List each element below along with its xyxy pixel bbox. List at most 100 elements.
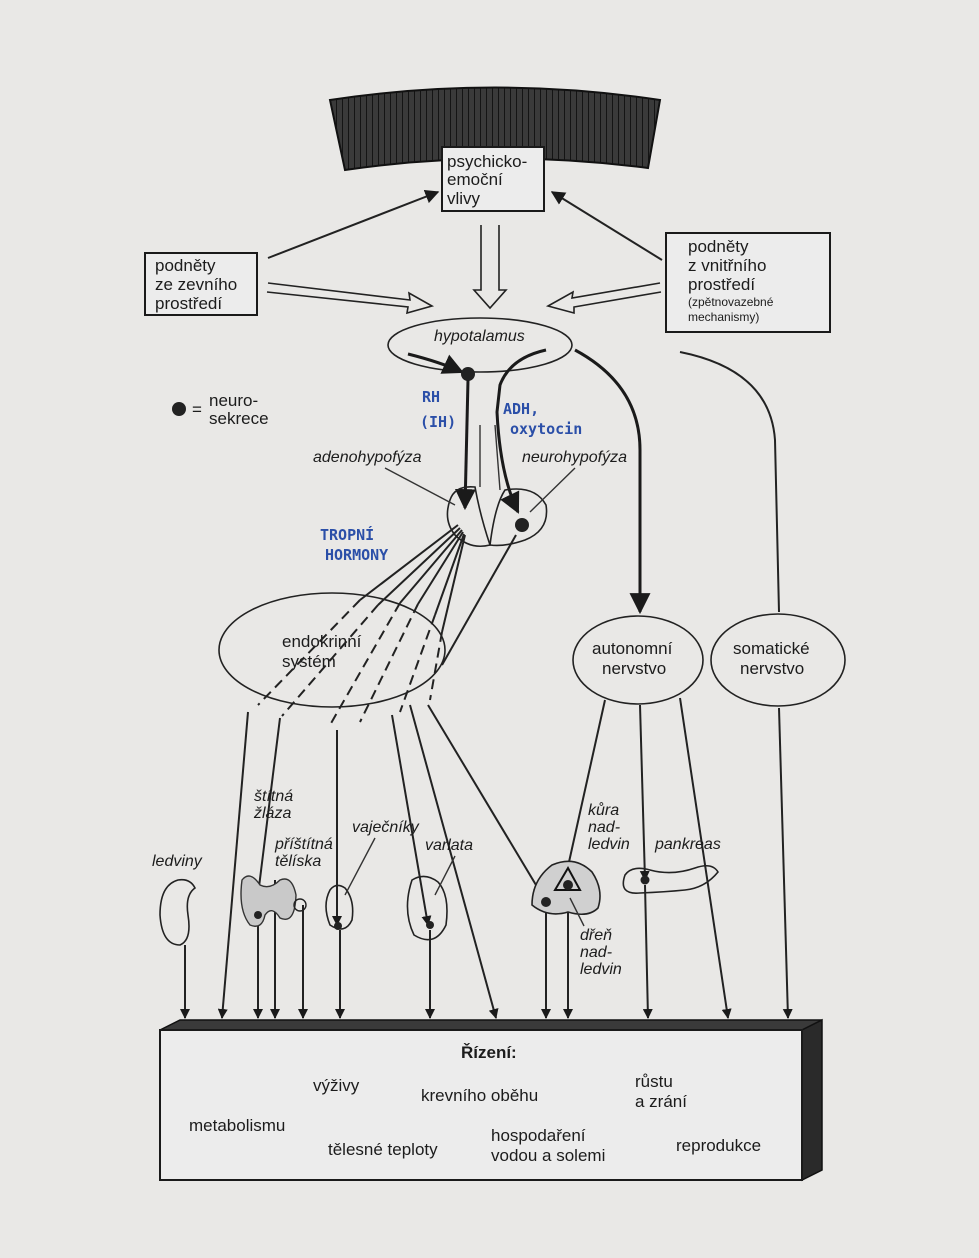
endocrine-line2: systém	[282, 652, 336, 671]
autonomic-line2: nervstvo	[602, 659, 666, 678]
adenohypophysis-pointer	[384, 467, 456, 506]
testes-pointer	[434, 855, 456, 896]
external-stimuli-line2: ze zevního	[155, 275, 237, 294]
psycho-emotional-line3: vlivy	[447, 189, 481, 208]
adrenal-medulla-label-line2: nad-	[580, 944, 612, 961]
control-metabolism: metabolismu	[189, 1116, 285, 1135]
somatic-ellipse	[710, 613, 846, 707]
control-growth-line2: a zrání	[635, 1092, 687, 1111]
control-circulation: krevního oběhu	[421, 1086, 538, 1105]
pancreas-label: pankreas	[654, 836, 721, 853]
external-stimuli-line1: podněty	[155, 256, 216, 275]
somatic-line1: somatické	[733, 639, 810, 658]
cerebral-cortex-band	[328, 86, 662, 172]
internal-stimuli-line2: z vnitřního	[688, 256, 766, 275]
line-to-somatic	[679, 351, 780, 613]
adrenal-cortex-label-line1: kůra	[588, 801, 619, 819]
thyroid-label-line1: štítná	[254, 788, 293, 805]
control-water-line2: vodou a solemi	[491, 1146, 605, 1165]
parathyroid-label-line2: tělíska	[275, 853, 321, 870]
testes-label: varlata	[425, 837, 473, 854]
testis-shape	[406, 875, 448, 941]
psycho-emotional-line1: psychicko-	[447, 152, 527, 171]
testis-dot	[426, 921, 434, 929]
hollow-arrow-emotions-to-hypothalamus	[472, 225, 508, 310]
control-growth-line1: růstu	[635, 1072, 673, 1091]
control-water-line1: hospodaření	[491, 1126, 586, 1145]
neurosecretion-dot-icon	[172, 402, 186, 416]
internal-stimuli-line1: podněty	[688, 237, 749, 256]
adenohypophysis-label: adenohypofýza	[313, 449, 422, 466]
kidney-shape	[159, 878, 197, 946]
thyroid-dot	[254, 911, 262, 919]
psycho-emotional-box: psychicko- emoční vlivy	[441, 146, 545, 212]
thyroid-shape	[240, 875, 297, 927]
pancreas-shape	[622, 864, 719, 894]
ovaries-pointer	[344, 837, 376, 896]
internal-stimuli-line3: prostředí	[688, 275, 755, 294]
adrenal-medulla-pointer	[569, 897, 585, 927]
adrenal-cortex-label-line3: ledvin	[588, 836, 630, 853]
annotation-ih: (IH)	[420, 413, 456, 431]
internal-stimuli-line5: mechanismy)	[688, 310, 759, 324]
internal-stimuli-box: podněty z vnitřního prostředí (zpětnovaz…	[665, 232, 831, 333]
adrenal-medulla-label-line1: dřeň	[580, 927, 612, 944]
adrenal-cortex-label-line2: nad-	[588, 819, 620, 836]
arrow-external-to-emotions	[267, 190, 440, 259]
endocrine-system-ellipse	[218, 592, 446, 708]
control-reproduction: reprodukce	[676, 1136, 761, 1155]
neurohypophysis-dot	[515, 518, 529, 532]
rh-neurosecretion-dot	[461, 367, 475, 381]
neurohypophysis-pointer	[529, 467, 576, 513]
annotation-oxytocin: oxytocin	[510, 420, 582, 438]
internal-stimuli-line4: (zpětnovazebné	[688, 295, 774, 309]
adrenal-cortex-dot	[541, 897, 551, 907]
annotation-adh: ADH,	[503, 400, 539, 418]
psycho-emotional-line2: emoční	[447, 170, 503, 189]
adrenal-medulla-triangle	[553, 865, 582, 891]
kidneys-label: ledviny	[152, 853, 203, 870]
autonomic-ellipse	[572, 615, 704, 705]
adenohypophysis-shape	[446, 485, 492, 548]
endocrine-line1: endokrinní	[282, 632, 362, 651]
pancreas-dot	[640, 875, 650, 885]
annotation-tropni: TROPNÍ	[320, 525, 374, 544]
legend-equals: =	[192, 400, 202, 419]
annotation-rh: RH	[422, 388, 440, 406]
hollow-arrow-internal-to-hypothalamus	[545, 282, 662, 315]
tropic-hormone-lines	[359, 524, 517, 666]
neurohypophysis-shape	[489, 488, 548, 547]
organ-arrows	[217, 697, 793, 1019]
neurohypophysis-label: neurohypofýza	[522, 449, 627, 466]
arrow-internal-to-emotions	[550, 191, 663, 261]
adrenal-medulla-dot	[563, 880, 573, 890]
control-nutrition: výživy	[313, 1076, 360, 1095]
arrow-rh-to-adenohypophysis	[454, 379, 476, 511]
hypothalamus-label: hypotalamus	[434, 328, 525, 345]
autonomic-line1: autonomní	[592, 639, 673, 658]
parathyroid-label-line1: příštítná	[274, 836, 333, 853]
external-stimuli-line3: prostředí	[155, 294, 222, 313]
arrow-into-rh-neuron	[407, 352, 464, 374]
ovary-dot	[334, 922, 342, 930]
control-temperature: tělesné teploty	[328, 1140, 438, 1159]
external-stimuli-box: podněty ze zevního prostředí	[144, 252, 258, 316]
pituitary-stalk-right	[494, 424, 501, 491]
thyroid-label-line2: žláza	[253, 805, 291, 822]
control-title: Řízení:	[461, 1043, 517, 1062]
annotation-hormony: HORMONY	[325, 546, 388, 564]
legend-line1: neuro-	[209, 391, 258, 410]
ovaries-label: vaječníky	[352, 819, 420, 836]
hypothalamus-ellipse	[387, 317, 573, 373]
arrow-hypothalamus-to-autonomic	[574, 348, 651, 615]
adrenal-medulla-label-line3: ledvin	[580, 961, 622, 978]
somatic-line2: nervstvo	[740, 659, 804, 678]
parathyroid-shape	[293, 898, 307, 912]
control-box	[159, 1018, 823, 1182]
legend-line2: sekrece	[209, 409, 269, 428]
hollow-arrow-external-to-hypothalamus	[266, 282, 435, 315]
tropic-hormone-dashed-lines	[257, 599, 443, 726]
ovary-shape	[325, 884, 354, 930]
